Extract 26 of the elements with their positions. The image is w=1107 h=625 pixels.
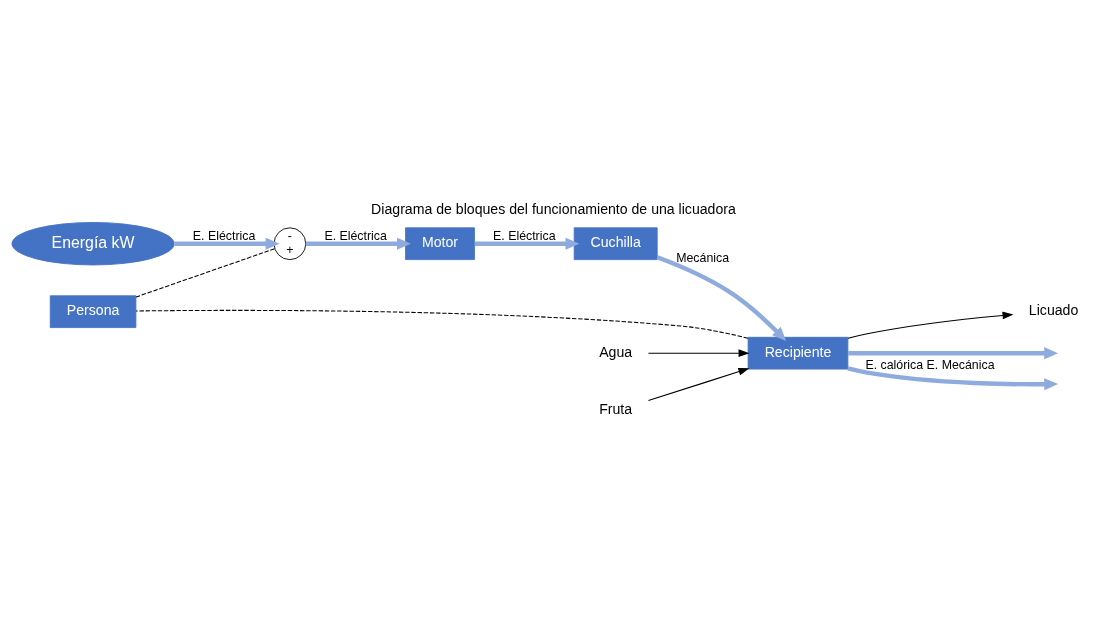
arrow (847, 311, 1014, 339)
node-box: Motor (405, 226, 475, 260)
connector (135, 247, 276, 298)
node-circle: - + (273, 226, 307, 260)
node-text: Fruta (599, 400, 633, 417)
edge-label: E. Eléctrica (324, 228, 387, 243)
edge-label: E. Eléctrica (493, 228, 556, 243)
node-box: Cuchilla (573, 226, 658, 260)
node-box: Recipiente (747, 336, 849, 369)
arrow (848, 346, 1059, 359)
node-text: Agua (599, 343, 633, 360)
connector (135, 309, 749, 339)
edge-label: E. Eléctrica (192, 228, 256, 243)
diagram-title: Diagrama de bloques del funcionamiento de una licuadora (371, 200, 736, 217)
arrow (847, 365, 1059, 390)
arrow (474, 237, 580, 250)
arrow (305, 237, 411, 250)
arrow (656, 254, 787, 341)
edge-label: Mecánica (676, 250, 730, 265)
node-text: Licuado (1028, 301, 1079, 318)
arrow (647, 348, 750, 357)
arrow (174, 237, 280, 250)
node-box: Persona (49, 294, 137, 328)
node-ellipse: Energía kW (11, 221, 175, 265)
arrow (647, 367, 750, 401)
edge-label: E. calórica E. Mecánica (865, 357, 995, 372)
